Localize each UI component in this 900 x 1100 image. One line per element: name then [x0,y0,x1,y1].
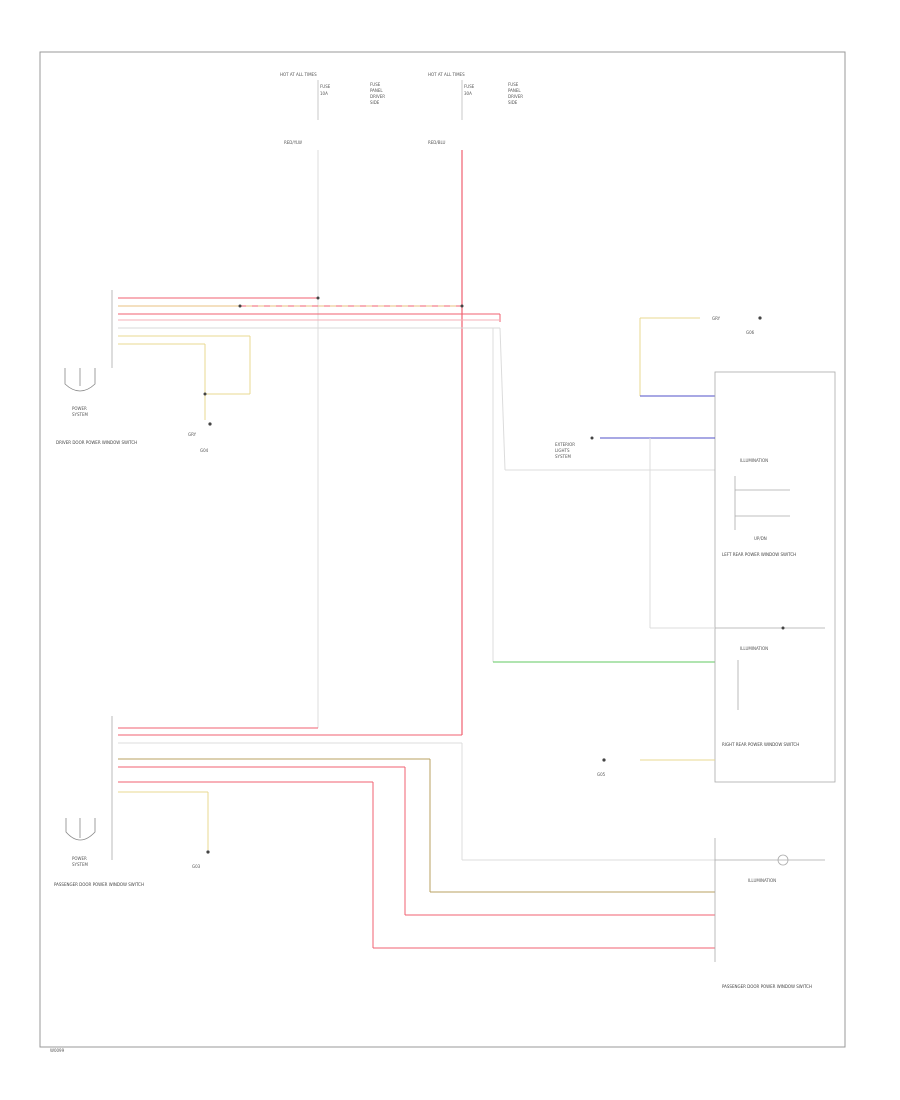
svg-text:DRIVER: DRIVER [508,94,523,99]
svg-text:FUSE: FUSE [320,84,331,89]
right-rear-switch-label: RIGHT REAR POWER WINDOW SWITCH [722,742,799,747]
left-rear-switch-label: LEFT REAR POWER WINDOW SWITCH [722,552,796,557]
footer-code: W0099 [50,1048,65,1053]
diagram-border [39,51,846,1048]
svg-text:10A: 10A [320,91,328,96]
svg-text:POWER: POWER [72,856,87,861]
fuse-block-left-label: HOT AT ALL TIMES [280,72,317,77]
fuse-block-right-label: HOT AT ALL TIMES [428,72,465,77]
svg-text:UP/DN: UP/DN [754,536,767,541]
svg-text:SIDE: SIDE [508,100,518,105]
svg-text:SYSTEM: SYSTEM [555,454,571,459]
svg-text:FUSE: FUSE [370,82,381,87]
svg-text:GRY: GRY [188,432,197,437]
passenger-switch-symbol: POWER SYSTEM PASSENGER DOOR POWER WINDOW… [54,818,144,887]
svg-text:ILLUMINATION: ILLUMINATION [740,458,768,463]
passenger-switch-connector: G03 [111,716,715,949]
svg-text:LIGHTS: LIGHTS [555,448,570,453]
passenger-switch-box: ILLUMINATION PASSENGER DOOR POWER WINDOW… [714,838,825,989]
driver-door-switch-label: DRIVER DOOR POWER WINDOW SWITCH [56,440,137,445]
driver-switch-symbol: POWER SYSTEM DRIVER DOOR POWER WINDOW SW… [56,368,137,445]
svg-text:PANEL: PANEL [370,88,383,93]
wire-label-top-right: RED/BLU [428,140,446,145]
svg-text:DRIVER: DRIVER [370,94,385,99]
svg-text:POWER: POWER [72,406,87,411]
svg-text:G05: G05 [597,772,606,777]
svg-text:G04: G04 [200,448,209,453]
driver-switch-connector: GRY G04 [111,290,501,453]
passenger-switch-lower-label: PASSENGER DOOR POWER WINDOW SWITCH [722,984,812,989]
svg-text:EXTERIOR: EXTERIOR [555,442,575,447]
fuse-block-left: HOT AT ALL TIMES FUSE 10A FUSE PANEL DRI… [280,72,385,145]
svg-text:G03: G03 [192,864,201,869]
svg-text:FUSE: FUSE [508,82,519,87]
svg-text:SYSTEM: SYSTEM [72,412,88,417]
left-rear-switch-box: EXTERIOR LIGHTS SYSTEM ILLUMINATION UP/D… [555,371,836,783]
svg-text:GRY: GRY [712,316,721,321]
svg-text:ILLUMINATION: ILLUMINATION [748,878,776,883]
right-rear-switch: ILLUMINATION RIGHT REAR POWER WINDOW SWI… [597,646,799,777]
svg-text:SIDE: SIDE [370,100,380,105]
right-ground-loop: GRY G06 [639,316,762,397]
fuse-block-right: HOT AT ALL TIMES FUSE 30A FUSE PANEL DRI… [428,72,523,145]
svg-text:SYSTEM: SYSTEM [72,862,88,867]
wire-gray-mid [499,327,506,471]
svg-text:FUSE: FUSE [464,84,475,89]
svg-text:PANEL: PANEL [508,88,521,93]
svg-text:G06: G06 [746,330,755,335]
wire-label-top-left: RED/YLW [284,140,302,145]
svg-text:30A: 30A [464,91,472,96]
passenger-door-switch-label: PASSENGER DOOR POWER WINDOW SWITCH [54,882,144,887]
svg-text:ILLUMINATION: ILLUMINATION [740,646,768,651]
